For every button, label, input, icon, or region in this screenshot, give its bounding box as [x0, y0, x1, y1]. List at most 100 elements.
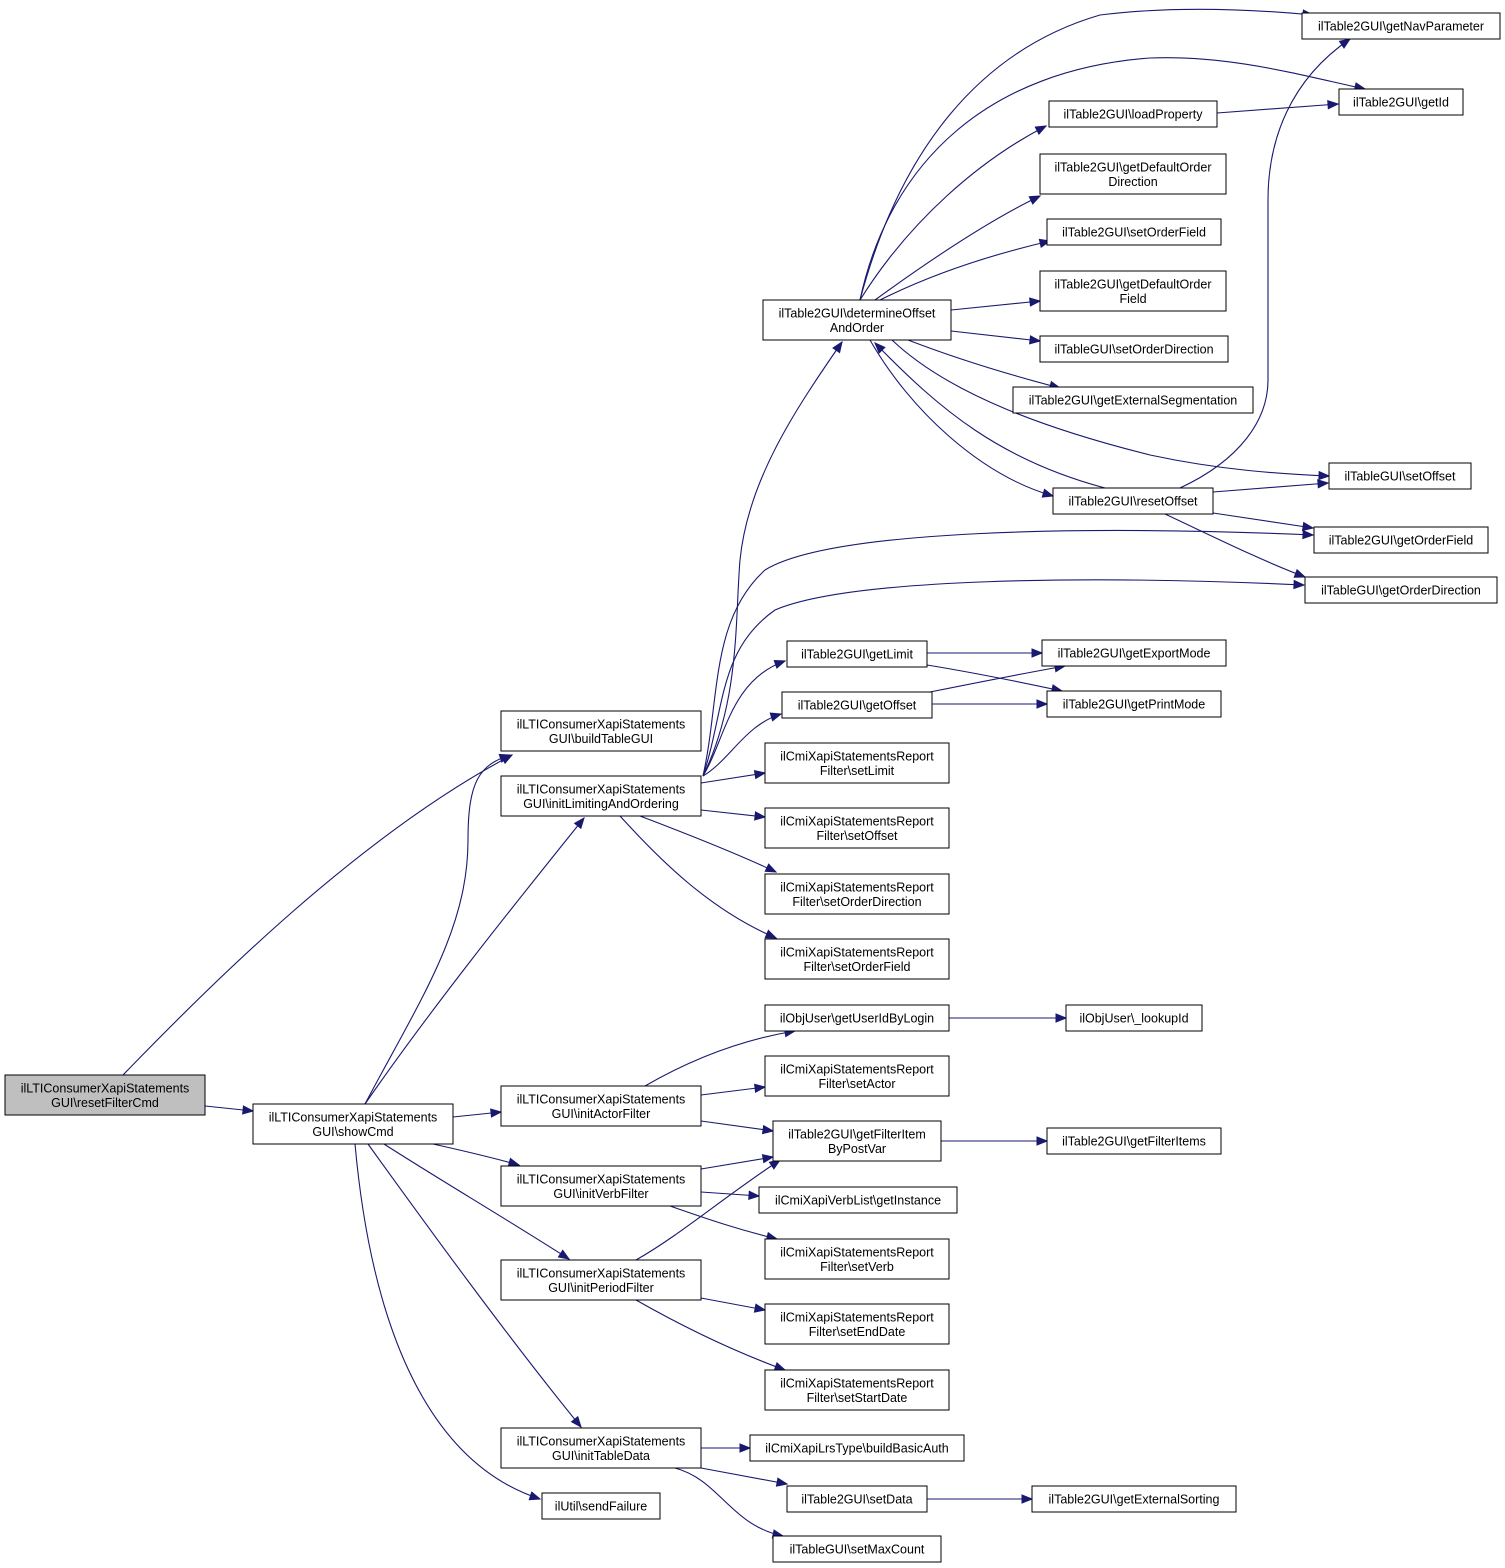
edge-get_offset-to-print_mode: [932, 699, 1049, 709]
node-box: [764, 1055, 950, 1097]
node-label: ilTable2GUI\resetOffset: [1069, 495, 1199, 509]
edge-reset_offset-to-get_order_field: [1212, 512, 1315, 532]
arrowhead: [242, 1105, 255, 1115]
node-set-offset[interactable]: ilTableGUI\setOffset: [1328, 462, 1472, 490]
node-reset-offset[interactable]: ilTable2GUI\resetOffset: [1052, 487, 1214, 515]
node-set-order-field[interactable]: ilTable2GUI\setOrderField: [1046, 218, 1222, 246]
node-send-failure[interactable]: ilUtil\sendFailure: [541, 1492, 661, 1520]
node-reset-filter[interactable]: ilLTIConsumerXapiStatementsGUI\resetFilt…: [4, 1074, 206, 1116]
edge-determine_offset-to-load_property: [859, 125, 1048, 301]
node-box: [749, 1434, 965, 1462]
arrowhead: [1034, 125, 1048, 136]
arrowhead: [498, 753, 512, 763]
node-basic-auth[interactable]: ilCmiXapiLrsType\buildBasicAuth: [749, 1434, 965, 1462]
node-label: ilTable2GUI\getDefaultOrder: [1054, 160, 1211, 174]
edge-init_period-to-f_set_end: [700, 1297, 767, 1313]
node-get-order-dir[interactable]: ilTableGUI\getOrderDirection: [1304, 576, 1498, 604]
node-get-nav-param[interactable]: ilTable2GUI\getNavParameter: [1301, 12, 1501, 40]
node-set-order-dir[interactable]: ilTableGUI\setOrderDirection: [1039, 335, 1229, 363]
node-box: [764, 1004, 950, 1032]
edge-init_actor-to-f_set_actor: [700, 1083, 767, 1096]
arrowhead: [773, 1361, 787, 1371]
node-label: ilLTIConsumerXapiStatements: [517, 1172, 686, 1186]
node-label: GUI\initTableData: [552, 1449, 650, 1463]
arrowhead: [769, 712, 783, 722]
node-box: [1304, 576, 1498, 604]
node-f-set-order-dir[interactable]: ilCmiXapiStatementsReportFilter\setOrder…: [764, 873, 950, 915]
node-print-mode[interactable]: ilTable2GUI\getPrintMode: [1046, 690, 1222, 718]
node-set-data[interactable]: ilTable2GUI\setData: [786, 1485, 928, 1513]
edge-init_limiting-to-get_order_field: [702, 529, 1315, 777]
node-label: ilLTIConsumerXapiStatements: [517, 1266, 686, 1280]
node-build-table[interactable]: ilLTIConsumerXapiStatementsGUI\buildTabl…: [500, 710, 702, 752]
node-init-table-data[interactable]: ilLTIConsumerXapiStatementsGUI\initTable…: [500, 1427, 702, 1469]
node-box: [1052, 487, 1214, 515]
edge-init_limiting-to-get_offset: [702, 712, 783, 777]
node-get-user-id[interactable]: ilObjUser\getUserIdByLogin: [764, 1004, 950, 1032]
node-box: [500, 1165, 702, 1207]
node-label: ilCmiXapiStatementsReport: [780, 945, 934, 959]
edge-determine_offset-to-def_order_dir: [874, 195, 1042, 301]
node-label: ilCmiXapiStatementsReport: [780, 1376, 934, 1390]
node-label: ilLTIConsumerXapiStatements: [517, 782, 686, 796]
node-verb-instance[interactable]: ilCmiXapiVerbList\getInstance: [758, 1186, 958, 1214]
arrowhead: [753, 1083, 767, 1094]
node-get-id[interactable]: ilTable2GUI\getId: [1338, 88, 1464, 116]
node-label: GUI\buildTableGUI: [549, 732, 653, 746]
edge-init_period-to-f_set_start: [635, 1299, 787, 1371]
node-export-mode[interactable]: ilTable2GUI\getExportMode: [1041, 639, 1227, 667]
node-f-set-order-field[interactable]: ilCmiXapiStatementsReportFilter\setOrder…: [764, 938, 950, 980]
node-label: ilTable2GUI\getFilterItem: [788, 1127, 926, 1141]
node-label: GUI\initLimitingAndOrdering: [523, 797, 679, 811]
arrowhead: [1302, 529, 1315, 540]
arrowhead: [490, 1108, 503, 1118]
node-box: [252, 1103, 454, 1145]
node-set-max-count[interactable]: ilTableGUI\setMaxCount: [772, 1535, 942, 1563]
node-label: ilTable2GUI\getDefaultOrder: [1054, 277, 1211, 291]
arrowhead: [754, 811, 767, 821]
node-box: [500, 775, 702, 817]
node-get-filter-items[interactable]: ilTable2GUI\getFilterItems: [1046, 1127, 1222, 1155]
node-f-set-end[interactable]: ilCmiXapiStatementsReportFilter\setEndDa…: [764, 1303, 950, 1345]
arrowhead: [1293, 579, 1306, 590]
node-get-order-field[interactable]: ilTable2GUI\getOrderField: [1313, 526, 1489, 554]
node-load-property[interactable]: ilTable2GUI\loadProperty: [1048, 100, 1218, 128]
node-label: ilTableGUI\getOrderDirection: [1321, 584, 1481, 598]
node-init-limiting[interactable]: ilLTIConsumerXapiStatementsGUI\initLimit…: [500, 775, 702, 817]
node-f-set-start[interactable]: ilCmiXapiStatementsReportFilter\setStart…: [764, 1369, 950, 1411]
node-label: ilLTIConsumerXapiStatements: [517, 717, 686, 731]
node-get-offset[interactable]: ilTable2GUI\getOffset: [781, 691, 933, 719]
edge-init_limiting-to-get_limit: [702, 659, 787, 777]
node-init-period[interactable]: ilLTIConsumerXapiStatementsGUI\initPerio…: [500, 1259, 702, 1301]
node-label: ilLTIConsumerXapiStatements: [517, 1092, 686, 1106]
node-get-limit[interactable]: ilTable2GUI\getLimit: [786, 640, 928, 668]
edge-reset_offset-to-determine_offset: [874, 342, 1106, 489]
node-ext-segmentation[interactable]: ilTable2GUI\getExternalSegmentation: [1012, 386, 1254, 414]
node-lookup-id[interactable]: ilObjUser\_lookupId: [1065, 1004, 1203, 1032]
node-label: ilUtil\sendFailure: [555, 1500, 647, 1514]
node-label: ilCmiXapiLrsType\buildBasicAuth: [765, 1442, 948, 1456]
node-init-verb[interactable]: ilLTIConsumerXapiStatementsGUI\initVerbF…: [500, 1165, 702, 1207]
arrowhead: [1031, 648, 1044, 658]
node-label: ByPostVar: [828, 1142, 886, 1156]
node-box: [1039, 270, 1227, 312]
edge-show_cmd-to-init_verb: [432, 1143, 521, 1167]
node-ext-sorting[interactable]: ilTable2GUI\getExternalSorting: [1031, 1485, 1237, 1513]
arrowhead: [573, 816, 585, 830]
node-box: [1039, 335, 1229, 363]
node-init-actor[interactable]: ilLTIConsumerXapiStatementsGUI\initActor…: [500, 1085, 702, 1127]
node-label: ilTableGUI\setOffset: [1345, 470, 1456, 484]
edge-init_table_data-to-set_max_count: [674, 1467, 785, 1539]
node-f-set-offset[interactable]: ilCmiXapiStatementsReportFilter\setOffse…: [764, 807, 950, 849]
arrowhead: [1293, 568, 1307, 578]
arrowhead: [775, 1477, 789, 1487]
